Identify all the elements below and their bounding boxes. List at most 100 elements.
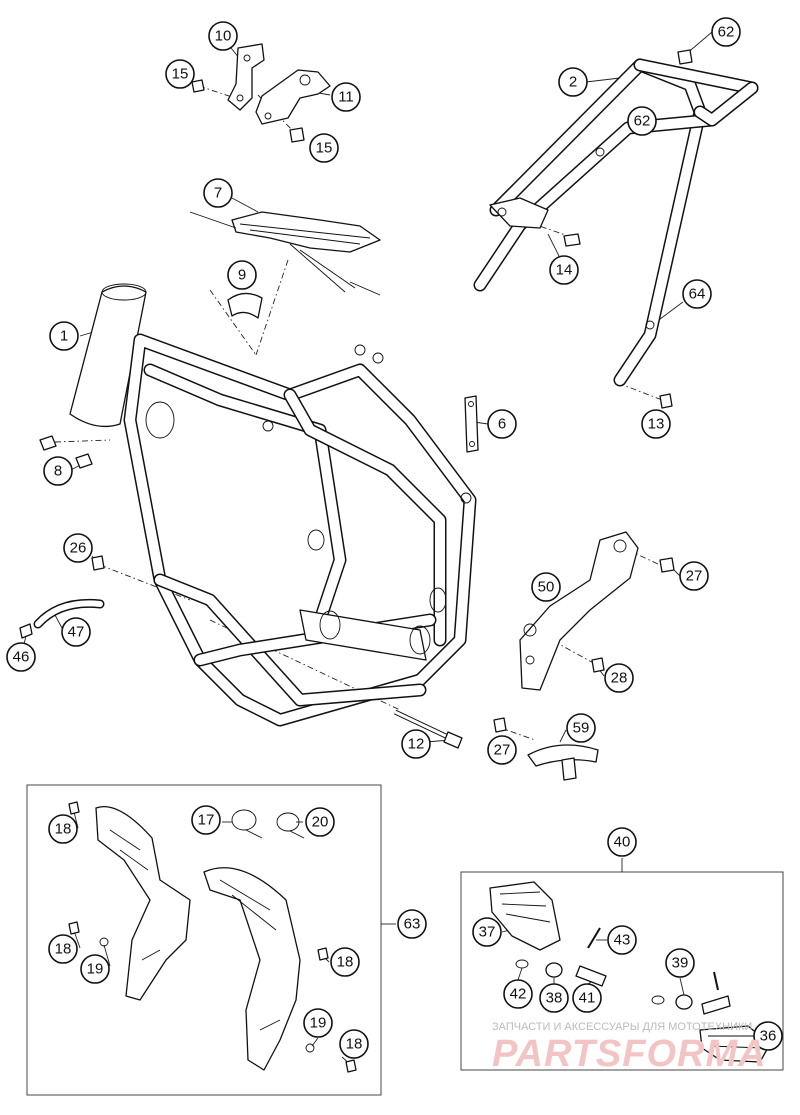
washers-19 xyxy=(99,937,315,1053)
svg-text:15: 15 xyxy=(316,140,333,157)
footrest-36 xyxy=(699,1025,771,1063)
callout-43: 43 xyxy=(607,925,637,955)
callout-38: 38 xyxy=(539,983,569,1013)
engine-mount-plate-11 xyxy=(255,69,331,125)
svg-text:11: 11 xyxy=(338,89,354,106)
breather-hose-47 xyxy=(33,598,105,629)
svg-text:36: 36 xyxy=(760,1028,777,1045)
cable-tie-20 xyxy=(276,812,305,839)
callout-7: 7 xyxy=(203,178,233,208)
callout-15-lower: 15 xyxy=(309,133,339,163)
svg-text:18: 18 xyxy=(55,821,72,838)
callout-59: 59 xyxy=(566,713,596,743)
callout-13: 13 xyxy=(641,409,671,439)
svg-text:2: 2 xyxy=(569,74,577,91)
svg-text:13: 13 xyxy=(648,416,665,433)
callout-37: 37 xyxy=(472,917,502,947)
svg-text:50: 50 xyxy=(538,579,555,596)
main-frame xyxy=(123,333,477,727)
callout-15-upper: 15 xyxy=(165,59,195,89)
svg-text:7: 7 xyxy=(214,185,222,202)
callout-9: 9 xyxy=(227,260,257,290)
svg-text:9: 9 xyxy=(238,267,246,284)
callout-50: 50 xyxy=(531,572,561,602)
subframe-2 xyxy=(473,58,759,387)
callout-26: 26 xyxy=(63,533,93,563)
wiring-clamp-9 xyxy=(227,292,263,319)
svg-text:18: 18 xyxy=(55,941,72,958)
callout-19-a: 19 xyxy=(80,954,110,984)
callout-46: 46 xyxy=(6,642,36,672)
callout-47: 47 xyxy=(61,617,91,647)
callout-12: 12 xyxy=(401,729,431,759)
chain-guide-59 xyxy=(527,744,599,781)
svg-text:40: 40 xyxy=(614,834,631,851)
svg-text:17: 17 xyxy=(198,812,215,829)
callout-17: 17 xyxy=(191,805,221,835)
cable-tie-17 xyxy=(231,809,263,839)
callout-27-lower: 27 xyxy=(487,735,517,765)
svg-text:62: 62 xyxy=(634,113,651,130)
spring-38 xyxy=(545,962,563,978)
callout-28: 28 xyxy=(604,663,634,693)
svg-text:8: 8 xyxy=(54,463,62,480)
bracket-6 xyxy=(464,395,479,453)
frame-protector-left xyxy=(95,806,191,1001)
callout-18-d: 18 xyxy=(339,1029,369,1059)
callout-41: 41 xyxy=(572,983,602,1013)
svg-text:41: 41 xyxy=(579,990,596,1007)
svg-text:18: 18 xyxy=(346,1036,363,1053)
svg-text:27: 27 xyxy=(494,742,511,759)
watermark-tagline: ЗАПЧАСТИ И АКСЕССУАРЫ ДЛЯ МОТОТЕХНИКИ xyxy=(492,1021,752,1033)
svg-text:64: 64 xyxy=(689,286,706,303)
svg-text:37: 37 xyxy=(479,924,496,941)
svg-text:19: 19 xyxy=(87,961,104,978)
svg-text:19: 19 xyxy=(310,1015,327,1032)
callout-14: 14 xyxy=(549,255,579,285)
svg-text:1: 1 xyxy=(60,328,68,345)
callout-6: 6 xyxy=(487,409,517,439)
svg-text:15: 15 xyxy=(172,66,189,83)
bolts-8 xyxy=(39,435,93,469)
callout-19-b: 19 xyxy=(303,1008,333,1038)
bolt-27-lower xyxy=(493,717,507,733)
svg-text:38: 38 xyxy=(546,990,563,1007)
brake-pedal-bracket-50 xyxy=(519,531,639,691)
callout-8: 8 xyxy=(43,456,73,486)
engine-mount-bracket-10 xyxy=(227,43,265,111)
callout-64: 64 xyxy=(682,279,712,309)
frame-protector-right xyxy=(203,867,301,1071)
svg-text:59: 59 xyxy=(573,720,590,737)
callout-42: 42 xyxy=(503,979,533,1009)
svg-text:18: 18 xyxy=(337,954,354,971)
frame-protector-group-box xyxy=(26,784,382,1096)
svg-text:6: 6 xyxy=(498,416,506,433)
watermark: ЗАПЧАСТИ И АКСЕССУАРЫ ДЛЯ МОТОТЕХНИКИ PA… xyxy=(492,1021,766,1075)
callout-1: 1 xyxy=(49,321,79,351)
callout-2: 2 xyxy=(558,67,588,97)
footrest-hardware-39 xyxy=(651,971,731,1015)
callout-18-c: 18 xyxy=(330,947,360,977)
callout-20: 20 xyxy=(305,807,335,837)
svg-text:46: 46 xyxy=(13,649,30,666)
bolt-15-upper xyxy=(191,79,205,93)
clip-46 xyxy=(19,623,33,639)
svg-text:12: 12 xyxy=(408,736,425,753)
svg-text:20: 20 xyxy=(312,814,329,831)
svg-text:14: 14 xyxy=(556,262,573,279)
footrest-37 xyxy=(489,881,561,951)
callout-36: 36 xyxy=(753,1021,783,1051)
svg-text:42: 42 xyxy=(510,986,527,1003)
screws-18 xyxy=(68,801,357,1073)
leader-lines xyxy=(22,31,755,1067)
callout-39: 39 xyxy=(665,948,695,978)
svg-text:28: 28 xyxy=(611,670,628,687)
pin-41 xyxy=(575,965,607,987)
svg-text:10: 10 xyxy=(215,28,232,45)
bolt-13 xyxy=(659,393,673,409)
svg-text:47: 47 xyxy=(68,624,85,641)
callout-18-b: 18 xyxy=(48,934,78,964)
callout-11: 11 xyxy=(331,82,361,112)
number-plate-holder-7 xyxy=(189,211,381,296)
